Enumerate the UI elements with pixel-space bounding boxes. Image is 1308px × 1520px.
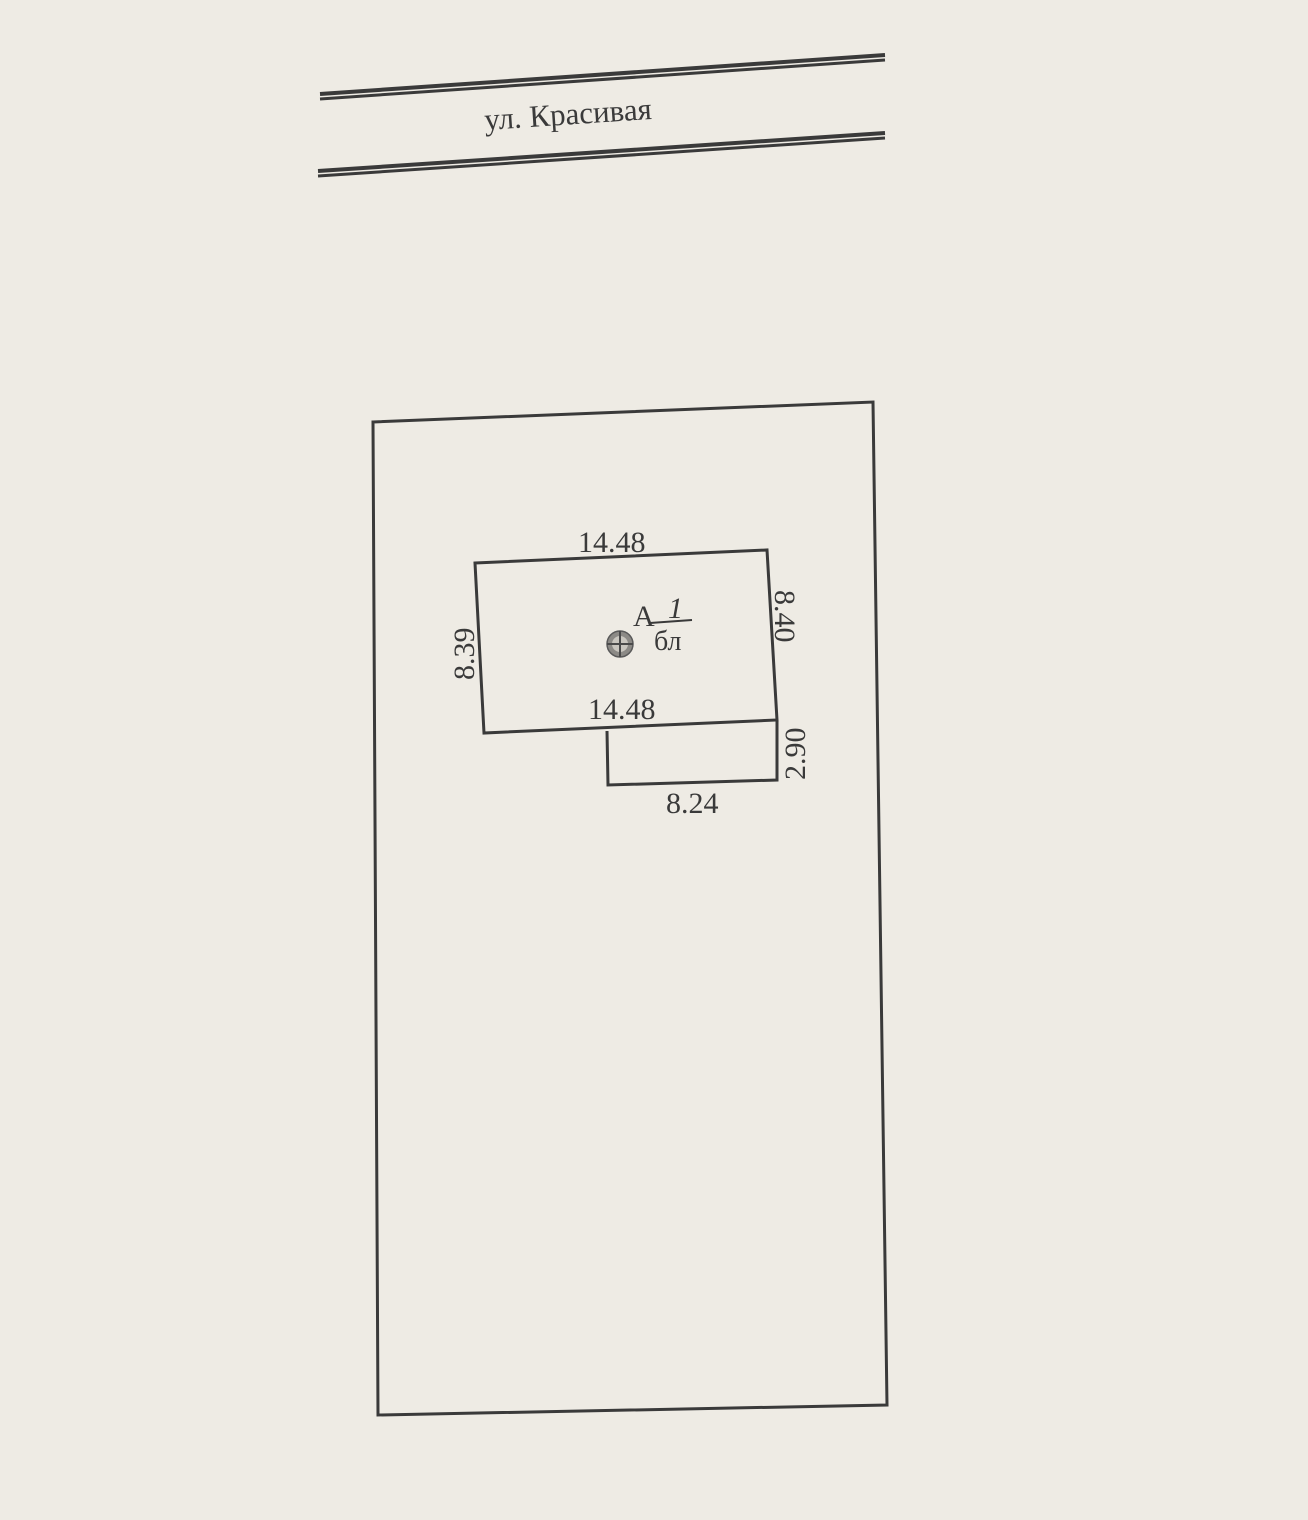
building-extension: 8.24 2.90	[605, 720, 812, 820]
survey-marker-icon	[606, 630, 634, 658]
street-edge-top-outer	[319, 53, 886, 96]
street-edge-bottom-outer	[317, 131, 886, 173]
street-name: ул. Красивая	[483, 91, 653, 137]
extension-right-length: 2.90	[779, 728, 812, 781]
plot-boundary	[371, 400, 889, 1417]
building-fraction-bottom: бл	[654, 626, 682, 657]
building-right-length: 8.40	[768, 590, 801, 643]
street: ул. Красивая	[317, 53, 886, 178]
street-edge-top-inner	[319, 58, 886, 101]
building-left-length: 8.39	[448, 628, 481, 681]
building-label: А	[633, 600, 655, 633]
fraction-bar	[649, 619, 693, 624]
extension-bottom-length: 8.24	[666, 787, 719, 820]
building-fraction-top: 1	[668, 592, 683, 625]
extension-outline	[605, 720, 779, 787]
building-top-length: 14.48	[578, 526, 646, 559]
building-bottom-length: 14.48	[588, 693, 656, 726]
building-a: 14.48 14.48 8.39 8.40 А 1 бл	[448, 526, 801, 735]
street-edge-bottom-inner	[317, 136, 886, 178]
